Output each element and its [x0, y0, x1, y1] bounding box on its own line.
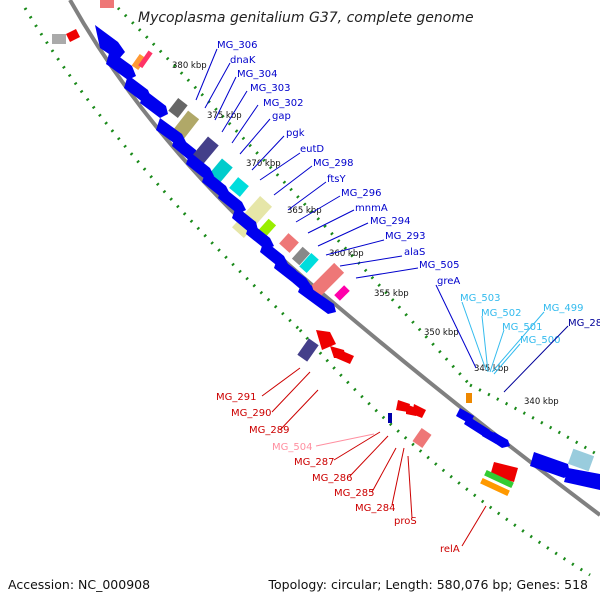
- gene-label: MG_285: [334, 488, 374, 499]
- gene-label: MG_502: [481, 308, 521, 319]
- gene-label: alaS: [404, 247, 425, 258]
- cyan-label-lines: [461, 301, 545, 375]
- gene-label: MG_500: [520, 335, 560, 346]
- gene-label: MG_503: [460, 293, 500, 304]
- reverse-gene-label-text: MG_291 MG_290 MG_289 MG_287 MG_286 MG_28…: [216, 392, 460, 555]
- kbp-ticks: 380 kbp 375 kbp 370 kbp 365 kbp 360 kbp …: [172, 61, 559, 407]
- gene-label: MG_501: [502, 322, 542, 333]
- gene-label: MG_504: [272, 442, 312, 453]
- gene-label: MG_291: [216, 392, 256, 403]
- gene-label: MG_281: [568, 318, 600, 329]
- gc-track: [23, 6, 599, 577]
- reverse-genes: [52, 0, 518, 497]
- gene-label: greA: [437, 276, 460, 287]
- reverse-label-lines: [261, 367, 487, 547]
- kbp-tick-label: 340 kbp: [524, 397, 559, 407]
- kbp-tick-label: 355 kbp: [374, 289, 409, 299]
- gene-label: MG_303: [250, 83, 290, 94]
- cyan-gene-label-text: MG_503 MG_502 MG_501 MG_499 MG_500: [460, 293, 583, 346]
- gene-label: eutD: [300, 144, 324, 155]
- topology-label: Topology: circular; Length: 580,076 bp; …: [268, 577, 589, 592]
- gene-label: MG_284: [355, 503, 395, 514]
- gene-label: MG_298: [313, 158, 353, 169]
- gene-label: mnmA: [355, 203, 388, 214]
- gene-label: dnaK: [230, 55, 256, 66]
- gene-label: ftsY: [327, 174, 346, 185]
- forward-gene-labels: [195, 48, 477, 369]
- gene-label: pgk: [286, 128, 305, 139]
- gene-label: proS: [394, 516, 417, 527]
- gene-label: MG_505: [419, 260, 459, 271]
- gene-label: MG_294: [370, 216, 410, 227]
- gene-label: MG_290: [231, 408, 271, 419]
- gene-label: gap: [272, 111, 291, 122]
- forward-gene-label-text: MG_306 dnaK MG_304 MG_303 MG_302 gap pgk…: [217, 40, 460, 287]
- gene-label: MG_296: [341, 188, 381, 199]
- kbp-tick-label: 380 kbp: [172, 61, 207, 71]
- navy-gene-label: MG_281: [503, 318, 600, 393]
- gene-label: MG_287: [294, 457, 334, 468]
- gene-label: relA: [440, 544, 460, 555]
- kbp-tick-label: 365 kbp: [287, 206, 322, 216]
- gene-label: MG_302: [263, 98, 303, 109]
- gene-label: MG_499: [543, 303, 583, 314]
- kbp-tick-label: 375 kbp: [207, 111, 242, 121]
- kbp-tick-label: 370 kbp: [246, 159, 281, 169]
- pink-gene-label: MG_504: [272, 433, 375, 453]
- kbp-tick-label: 360 kbp: [329, 249, 364, 259]
- gene-label: MG_293: [385, 231, 425, 242]
- gene-label: MG_304: [237, 69, 277, 80]
- kbp-tick-label: 350 kbp: [424, 328, 459, 338]
- gene-label: MG_306: [217, 40, 257, 51]
- map-title: Mycoplasma genitalium G37, complete geno…: [138, 10, 474, 26]
- accession-label: Accession: NC_000908: [8, 577, 151, 592]
- forward-genes: [95, 25, 600, 490]
- gene-label: MG_289: [249, 425, 289, 436]
- gene-label: MG_286: [312, 473, 352, 484]
